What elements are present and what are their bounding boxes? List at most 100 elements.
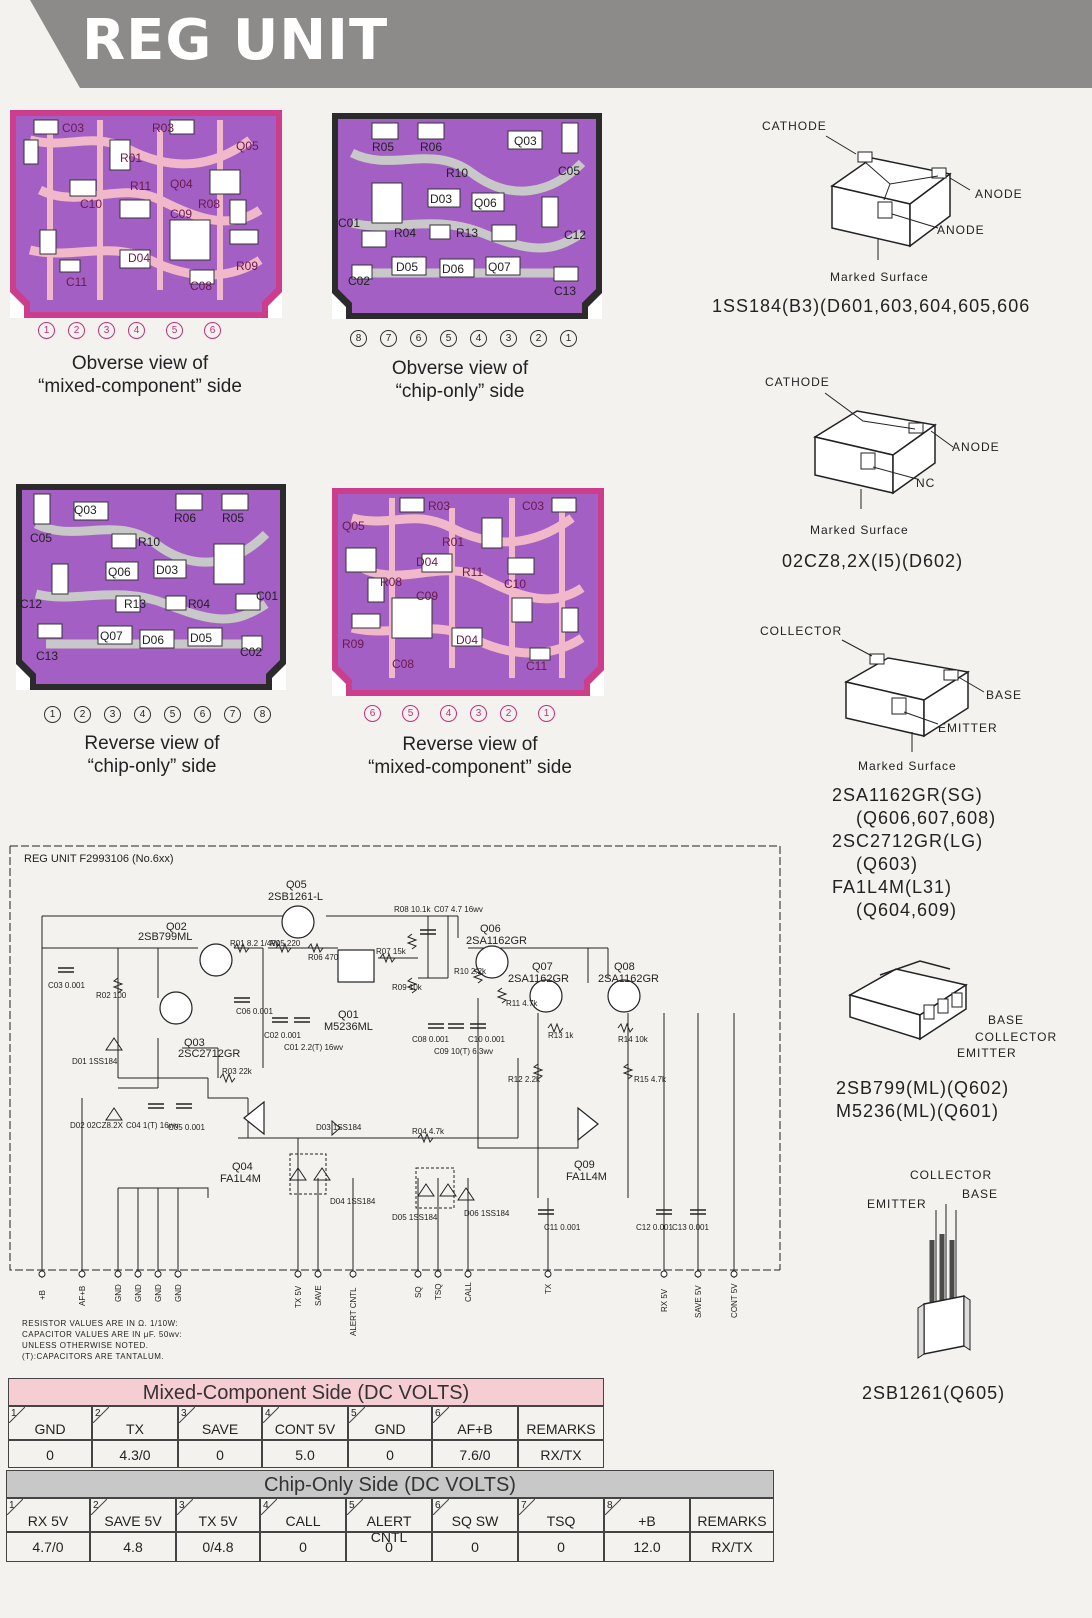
column-label: RX 5V [27,1513,69,1529]
svg-text:R03: R03 [428,499,450,513]
part-label: R01 8.2 1/4W [230,939,279,948]
chip-value-cell: 0 [518,1532,604,1562]
diagonal-divider-icon [179,1407,195,1423]
terminal-label: GND [154,1284,163,1302]
diagonal-divider-icon [519,1499,535,1515]
svg-text:R08: R08 [380,575,402,589]
part-label: R10 2.2k [454,967,487,976]
part-label: R11 4.7k [506,999,538,1008]
svg-text:C03: C03 [522,499,544,513]
pkg3-part-line: 2SC2712GR(LG) [832,831,984,851]
chip-value-cell: 4.8 [90,1532,176,1562]
header: REG UNIT [0,0,1092,92]
part-label: C03 0.001 [48,981,85,990]
pkg4-collector-label: COLLECTOR [975,1030,1058,1044]
svg-text:C13: C13 [554,284,576,298]
diagonal-divider-icon [177,1499,193,1515]
column-label: GND [34,1421,66,1437]
caption-line: Obverse view of [391,358,529,379]
column-label: SAVE [201,1421,239,1437]
pin-marker: 1 [44,706,61,723]
mixed-value-cell: 0 [348,1440,432,1468]
q08-type: 2SA1162GR [598,973,659,985]
pkg2-part-number: 02CZ8,2X(I5)(D602) [782,551,964,571]
q01-ref: Q01 [338,1009,359,1021]
part-label: C02 0.001 [264,1031,301,1040]
part-label: C05 0.001 [168,1123,205,1132]
diagonal-divider-icon [93,1407,109,1423]
part-label: C10 0.001 [468,1035,505,1044]
pin-marker: 5 [164,706,181,723]
pin-marker: 1 [538,705,555,722]
pkg1-anode-label-2: ANODE [937,223,985,237]
voltage-value: 0 [216,1447,224,1463]
caption-line: Obverse view of [71,353,209,374]
pin-marker: 4 [470,330,487,347]
column-label: REMARKS [697,1513,767,1529]
part-label: C08 0.001 [412,1035,449,1044]
caption-line: Reverse view of [402,734,538,755]
svg-text:Q05: Q05 [236,139,259,153]
pin-marker: 4 [134,706,151,723]
pin-marker: 3 [104,706,121,723]
svg-text:C11: C11 [66,275,87,289]
svg-text:R01: R01 [120,151,142,165]
column-label: SAVE 5V [104,1513,162,1529]
voltage-value: 4.3/0 [119,1447,151,1463]
svg-text:C08: C08 [190,279,212,293]
pkg4-part-line: M5236(ML)(Q601) [836,1101,1000,1121]
svg-text:D03: D03 [430,192,452,206]
sot23-transistor-icon [841,639,985,752]
svg-text:Q03: Q03 [514,134,537,148]
column-label: TX [126,1421,144,1437]
svg-text:Q04: Q04 [170,177,193,191]
svg-text:R13: R13 [124,597,146,611]
caption-line: “mixed-component” side [38,376,242,397]
chip-value-cell: 0 [346,1532,432,1562]
column-label: REMARKS [526,1421,596,1437]
q04-ref: Q04 [232,1161,253,1173]
pkg1-part-number: 1SS184(B3)(D601,603,604,605,606 [712,296,1031,316]
pin-marker: 8 [254,706,271,723]
diagonal-divider-icon [433,1499,449,1515]
svg-text:R06: R06 [174,511,196,525]
note-line: UNLESS OTHERWISE NOTED. [22,1341,149,1350]
part-label: D02 02CZ8.2X [70,1121,124,1130]
chip-value-cell: 0 [260,1532,346,1562]
voltage-value: 0/4.8 [202,1539,234,1555]
q09-ref: Q09 [574,1159,595,1171]
part-label: R06 470 [308,953,339,962]
mixed-value-cell: RX/TX [518,1440,604,1468]
part-label: C13 0.001 [672,1223,709,1232]
part-label: C09 10(T) 6.3wv [434,1047,493,1056]
pin-marker: 2 [68,322,85,339]
q03-ref: Q03 [184,1037,205,1049]
svg-text:C01: C01 [338,216,360,230]
q07-type: 2SA1162GR [508,973,569,985]
svg-text:Q07: Q07 [100,629,123,643]
part-label: R09 10k [392,983,423,992]
pin-number: 2 [93,1500,99,1511]
svg-text:C03: C03 [62,121,84,135]
voltage-value: 0 [557,1539,565,1555]
terminal-label: GND [134,1284,143,1302]
voltage-value: RX/TX [711,1539,753,1555]
column-label: GND [374,1421,406,1437]
svg-text:R09: R09 [236,259,258,273]
svg-text:C05: C05 [558,164,580,178]
pin-marker: 5 [166,322,183,339]
part-label: C12 0.001 [636,1223,673,1232]
pin-number: 8 [607,1500,613,1511]
svg-text:C05: C05 [30,531,52,545]
chip-value-cell: 0 [432,1532,518,1562]
terminal-label: CALL [464,1281,473,1302]
